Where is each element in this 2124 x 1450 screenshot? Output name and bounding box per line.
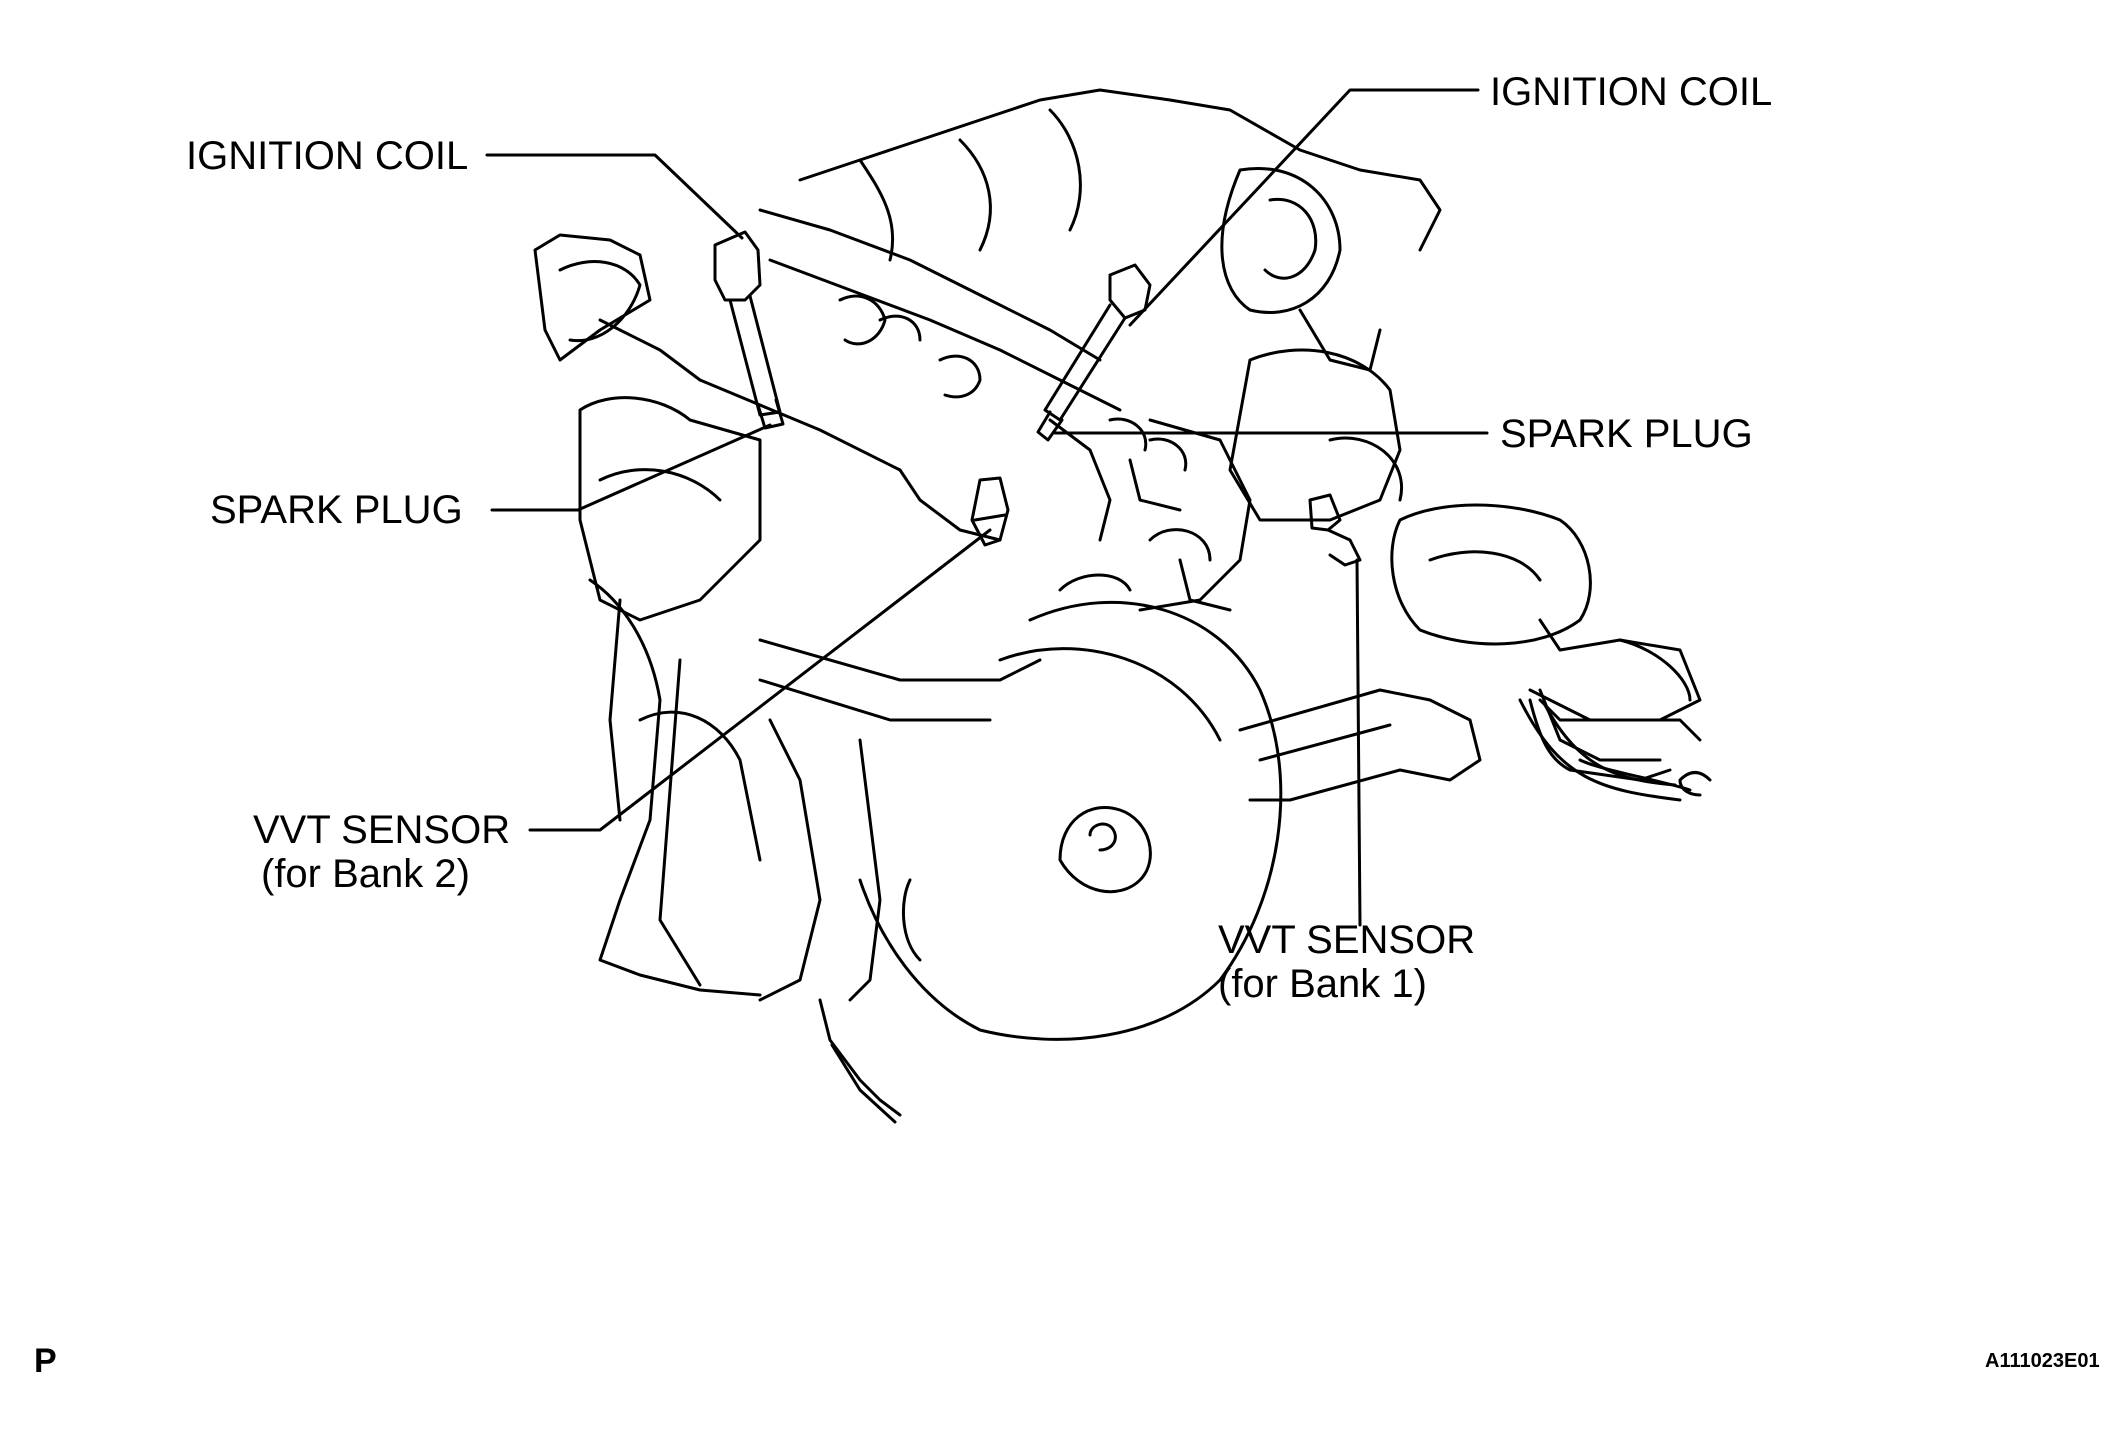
vvt-sensor-bank2-subtitle: (for Bank 2) — [261, 852, 470, 896]
vvt-sensor-bank1-title: VVT SENSOR — [1218, 918, 1476, 962]
vvt-sensor-bank2-label: VVT SENSOR (for Bank 2) — [253, 808, 510, 896]
leader-vvt-sensor-bank2 — [528, 528, 992, 832]
vvt-sensor-bank1-part — [1308, 493, 1362, 567]
vvt-sensor-bank1-label: VVT SENSOR (for Bank 1) — [1218, 918, 1475, 1006]
vvt-sensor-bank2-part — [970, 476, 1010, 547]
ignition-coil-left-label: IGNITION COIL — [186, 134, 469, 178]
vvt-sensor-bank2-title: VVT SENSOR — [253, 808, 511, 852]
ignition-coil-left-part — [713, 230, 785, 430]
spark-plug-left-label: SPARK PLUG — [210, 488, 463, 532]
ignition-coil-right-label: IGNITION COIL — [1490, 70, 1773, 114]
leader-ignition-coil-right — [1128, 88, 1480, 327]
section-code: P — [34, 1342, 57, 1380]
leader-ignition-coil-left — [485, 153, 744, 240]
leader-vvt-sensor-bank1 — [1355, 558, 1362, 927]
ignition-coil-right-part — [1036, 263, 1152, 442]
vvt-sensor-bank1-subtitle: (for Bank 1) — [1218, 962, 1427, 1006]
figure-id: A111023E01 — [1985, 1350, 2100, 1372]
engine-block-outline — [533, 88, 1712, 1124]
spark-plug-right-label: SPARK PLUG — [1500, 412, 1753, 456]
leader-spark-plug-left — [490, 423, 772, 512]
leader-lines — [485, 88, 1489, 927]
